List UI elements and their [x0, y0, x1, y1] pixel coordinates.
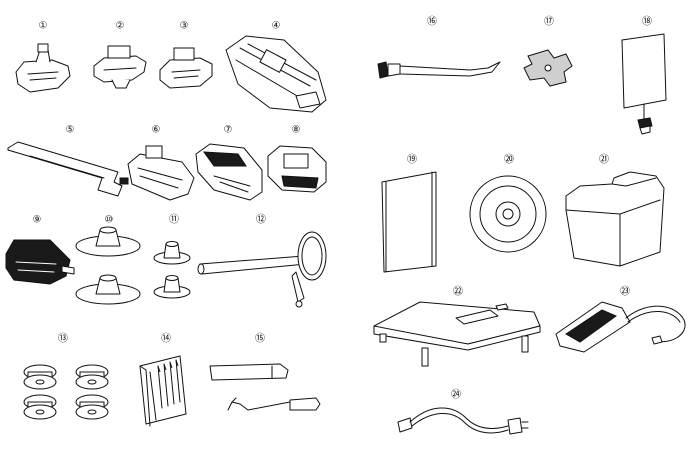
- buttonhole-foot-icon: [159, 47, 213, 89]
- item-7: ⑦: [195, 125, 263, 201]
- item-number-19: ⑲: [407, 154, 417, 166]
- item-number-22: ㉒: [453, 286, 463, 298]
- item-number-9: ⑨: [33, 215, 42, 226]
- lint-brush-icon: [377, 61, 501, 79]
- zipper-foot-icon: [93, 45, 147, 89]
- item-19: ⑲: [381, 154, 437, 273]
- dvd-icon: [469, 175, 547, 253]
- instruction-manual-icon: [381, 171, 437, 273]
- item-number-18: ⑱: [642, 16, 652, 28]
- item-number-14: ⑭: [161, 333, 171, 345]
- item-14: ⑭: [139, 333, 187, 427]
- item-number-8: ⑧: [292, 125, 301, 136]
- item-18: ⑱: [621, 16, 667, 135]
- item-number-20: ⑳: [504, 154, 514, 166]
- spool-cap-large-icon: [75, 226, 141, 305]
- item-21: ㉑: [565, 154, 665, 267]
- foot-controller-icon: [555, 301, 686, 353]
- item-3: ③: [159, 21, 213, 89]
- item-16: ⑯: [377, 16, 501, 79]
- item-number-13: ⑬: [58, 333, 68, 345]
- screwdriver-icon: [209, 363, 289, 381]
- item-22: ㉒: [373, 286, 541, 367]
- item-number-2: ②: [116, 21, 125, 32]
- item-11: ⑪: [153, 214, 191, 299]
- item-number-10: ⑩: [105, 215, 114, 226]
- item-24: ㉔: [397, 389, 529, 435]
- dust-cover-icon: [565, 171, 665, 267]
- item-9: ⑨: [5, 215, 75, 285]
- item-13: ⑬: [23, 333, 109, 420]
- power-cord-icon: [397, 407, 529, 435]
- spool-pin-icon: [197, 231, 327, 308]
- item-2: ②: [93, 21, 147, 89]
- satin-stitch-foot-icon: [5, 239, 75, 285]
- item-number-17: ⑰: [544, 16, 554, 28]
- extension-table-icon: [373, 301, 541, 367]
- zigzag-presser-foot-icon: [15, 43, 71, 93]
- item-number-3: ③: [180, 21, 189, 32]
- item-number-24: ㉔: [451, 389, 461, 401]
- item-8: ⑧: [267, 125, 327, 193]
- blind-hem-foot-icon: [119, 145, 195, 201]
- item-number-21: ㉑: [599, 154, 609, 166]
- needle-pack-icon: [139, 355, 187, 427]
- item-5: ⑤: [7, 125, 123, 197]
- spool-cap-small-icon: [153, 241, 191, 299]
- monogramming-foot-icon: [267, 145, 327, 193]
- item-12: ⑫: [197, 214, 327, 308]
- item-1: ①: [15, 21, 71, 93]
- item-number-7: ⑦: [224, 125, 233, 136]
- item-4: ④: [225, 21, 327, 113]
- buttonhole-foot-slide-icon: [225, 35, 327, 113]
- item-number-11: ⑪: [169, 214, 179, 226]
- item-number-4: ④: [272, 21, 281, 32]
- slide-plate-icon: [621, 33, 667, 135]
- bobbins-icon: [23, 364, 109, 420]
- disc-screwdriver-icon: [523, 49, 573, 87]
- item-number-16: ⑯: [427, 16, 437, 28]
- item-10: ⑩: [75, 215, 141, 305]
- item-number-6: ⑥: [152, 125, 161, 136]
- seam-ripper-icon: [227, 397, 321, 411]
- seam-guide-icon: [7, 141, 123, 197]
- item-number-15: ⑮: [255, 333, 265, 345]
- item-23: ㉓: [555, 286, 686, 353]
- item-17: ⑰: [523, 16, 573, 87]
- item-6: ⑥: [119, 125, 195, 201]
- item-number-23: ㉓: [620, 286, 630, 298]
- item-number-1: ①: [39, 21, 48, 32]
- item-15: ⑮: [209, 333, 321, 411]
- overcasting-foot-icon: [195, 143, 263, 201]
- item-20: ⑳: [469, 154, 547, 253]
- item-number-12: ⑫: [256, 214, 266, 226]
- item-number-5: ⑤: [66, 125, 75, 136]
